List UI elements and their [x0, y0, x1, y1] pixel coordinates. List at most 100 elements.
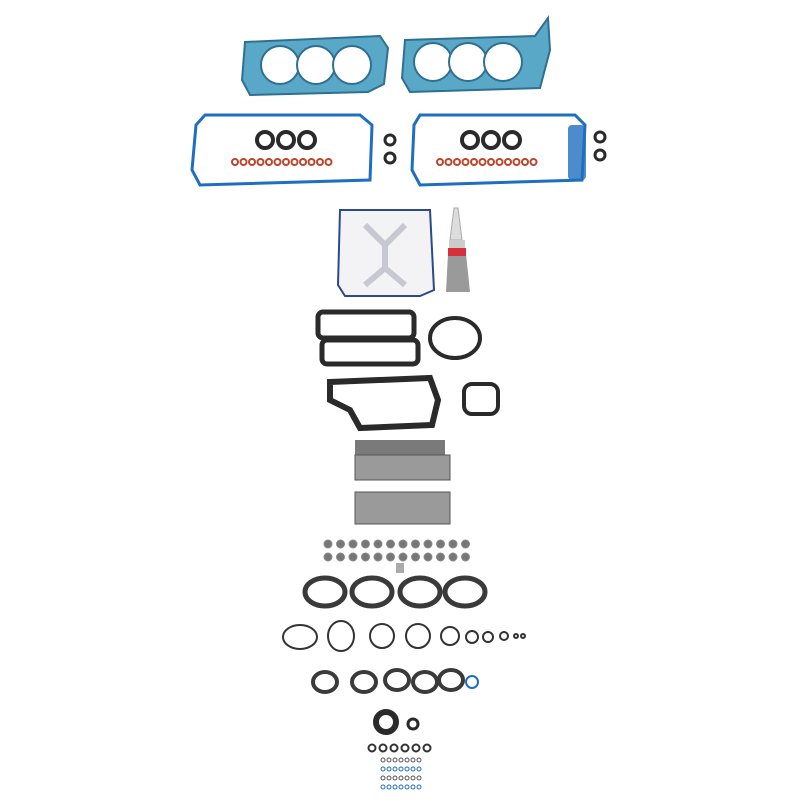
tiny-seal — [380, 766, 386, 772]
o-ring — [465, 630, 479, 644]
valve-stem-seal — [411, 539, 420, 549]
spark-plug-seal — [256, 158, 265, 166]
small-o-ring — [411, 743, 421, 753]
spark-plug-seal — [461, 158, 470, 166]
o-ring — [520, 633, 526, 639]
spark-plug-seal — [478, 158, 487, 166]
camshaft-seal — [481, 130, 501, 150]
valve-stem-seal — [461, 539, 470, 549]
valve-stem-seal — [398, 552, 408, 562]
sealant-tube — [446, 207, 470, 292]
intake-gasket-lower — [319, 337, 421, 367]
valve-stem-seal — [361, 552, 370, 562]
tiny-seal — [404, 757, 410, 763]
tiny-seal — [380, 784, 386, 790]
blue-o-ring — [465, 675, 479, 689]
tiny-seal — [416, 775, 422, 781]
o-ring — [499, 631, 509, 641]
tiny-seal — [410, 784, 416, 790]
valve-stem-seal — [398, 539, 408, 549]
valve-stem-seal — [436, 552, 445, 562]
tiny-seal — [398, 775, 404, 781]
intake-gasket-upper — [315, 309, 417, 341]
valve-stem-seal — [411, 552, 420, 562]
o-ring — [369, 623, 395, 649]
spark-plug-seal — [470, 158, 478, 166]
tiny-seal — [398, 766, 404, 772]
o-ring-seal — [383, 151, 397, 165]
small-o-ring — [378, 743, 388, 753]
valve-stem-seal — [348, 552, 358, 562]
tiny-seal — [380, 775, 386, 781]
tiny-seal — [380, 757, 386, 763]
tiny-seal — [416, 766, 422, 772]
camshaft-seal — [276, 130, 296, 150]
water-outlet-gasket — [350, 670, 378, 694]
tiny-seal — [404, 784, 410, 790]
spark-plug-seal — [239, 158, 248, 166]
tiny-seal — [392, 766, 398, 772]
tiny-seal — [410, 757, 416, 763]
spark-plug-seal — [248, 158, 256, 166]
egr-gasket — [462, 382, 500, 416]
tiny-seal — [398, 784, 404, 790]
small-o-ring — [422, 743, 432, 753]
tiny-seal — [386, 784, 392, 790]
valve-stem-seal — [373, 539, 383, 549]
spark-plug-seal — [504, 158, 512, 166]
throttle-body-gasket — [428, 316, 482, 360]
small-o-ring — [400, 743, 410, 753]
tiny-seal — [416, 757, 422, 763]
spark-plug-seal — [436, 158, 444, 166]
exhaust-manifold-gasket-lower — [354, 491, 451, 525]
camshaft-seal — [255, 130, 275, 150]
valve-stem-seal — [423, 539, 433, 549]
front-crank-seal — [406, 717, 420, 731]
tiny-seal — [386, 766, 392, 772]
o-ring-seal — [593, 130, 607, 144]
spark-plug-seal — [521, 158, 529, 166]
spark-plug-tube-seal-strip — [568, 125, 586, 180]
water-outlet-gasket — [383, 668, 411, 692]
spark-plug-seal — [529, 158, 538, 166]
spark-plug-seal — [282, 158, 290, 166]
valve-stem-seal — [336, 552, 345, 562]
valve-stem-seal — [461, 552, 470, 562]
tiny-seal — [398, 757, 404, 763]
valve-stem-seal — [336, 539, 345, 549]
spark-plug-seal — [299, 158, 307, 166]
spark-plug-seal — [290, 158, 299, 166]
water-outlet-gasket — [437, 668, 465, 692]
o-ring-seal — [593, 148, 607, 162]
camshaft-seal — [297, 130, 317, 150]
intake-plenum-gasket — [336, 209, 436, 297]
tiny-seal — [404, 775, 410, 781]
valve-stem-seal — [386, 539, 395, 549]
tiny-seal — [416, 784, 422, 790]
tiny-seal — [410, 766, 416, 772]
camshaft-seal — [460, 130, 480, 150]
tiny-seal — [386, 775, 392, 781]
o-ring — [440, 626, 460, 646]
small-o-ring — [389, 743, 399, 753]
lower-intake-gasket — [327, 374, 442, 432]
valve-stem-seal — [323, 539, 333, 549]
o-ring — [282, 624, 318, 650]
spark-plug-seal — [487, 158, 495, 166]
valve-stem-seal — [373, 552, 383, 562]
valve-stem-seal — [386, 552, 395, 562]
spark-plug-seal — [316, 158, 324, 166]
tiny-seal — [386, 757, 392, 763]
exhaust-flange-gasket — [397, 575, 443, 609]
o-ring — [482, 631, 494, 643]
spark-plug-seal — [324, 158, 333, 166]
tiny-seal — [392, 784, 398, 790]
tiny-seal — [392, 757, 398, 763]
spark-plug-seal — [444, 158, 453, 166]
dowel-pins — [396, 563, 404, 573]
exhaust-manifold-gasket-upper — [354, 440, 451, 481]
spark-plug-seal — [231, 158, 239, 166]
valve-stem-seal — [323, 552, 333, 562]
